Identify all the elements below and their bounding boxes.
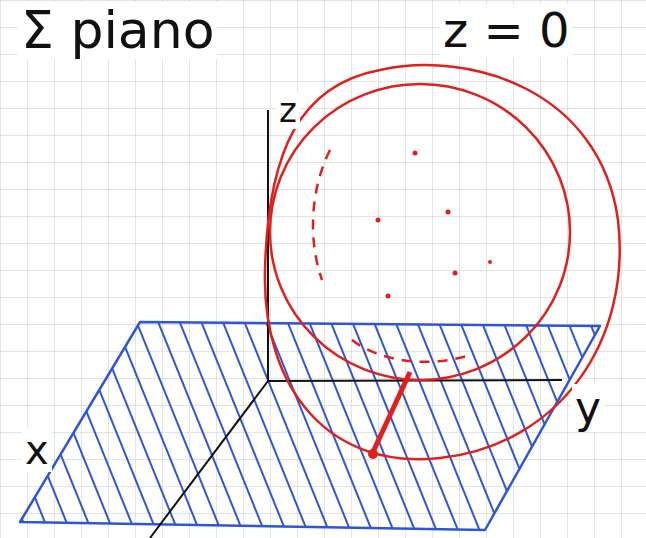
contact-point xyxy=(368,449,378,459)
dot xyxy=(413,151,418,156)
axis-label: z xyxy=(276,92,300,129)
sphere-outline xyxy=(265,65,620,459)
dot xyxy=(488,260,492,264)
sphere xyxy=(265,65,620,459)
contact-segment xyxy=(373,372,410,452)
axis-label: y xyxy=(572,384,604,432)
hidden-arc xyxy=(352,340,470,362)
dot xyxy=(386,294,391,299)
plane xyxy=(20,322,600,530)
sphere-dots xyxy=(368,151,492,460)
sphere-circle xyxy=(270,84,570,380)
hidden-arc xyxy=(313,150,330,280)
equation-note: z = 0 xyxy=(440,4,572,57)
dot xyxy=(376,218,381,223)
axis-label: x xyxy=(22,428,52,472)
x-axis xyxy=(150,381,268,538)
dot xyxy=(453,271,458,276)
dot xyxy=(446,210,451,215)
axes xyxy=(150,110,562,538)
title-note: Σ piano xyxy=(18,2,217,59)
